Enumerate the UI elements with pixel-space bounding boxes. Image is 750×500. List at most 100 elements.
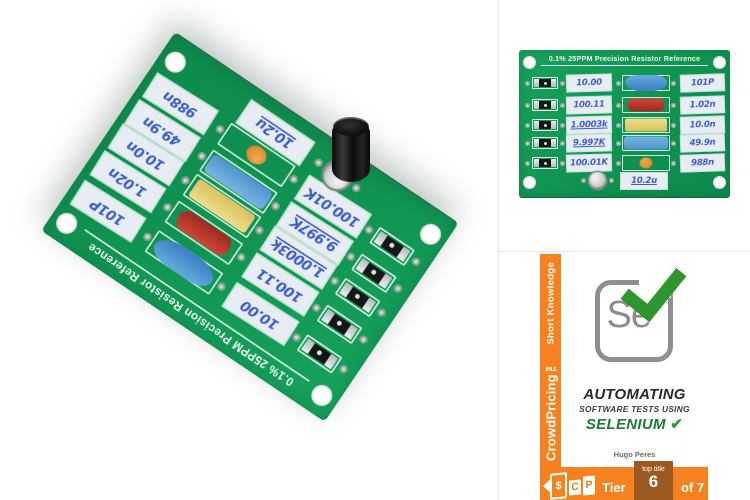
book-title-line2: SOFTWARE TESTS USING (579, 404, 690, 414)
solder-pad (215, 281, 227, 293)
solder-pad (525, 80, 530, 86)
pcb-bottom-row: 10.2u (581, 172, 667, 189)
crowdpricing-logo: $ C P (543, 471, 595, 500)
solder-pad (312, 157, 325, 169)
electrolytic-capacitor-3d (332, 117, 370, 182)
solder-pad (560, 160, 565, 166)
solder-pad (179, 175, 191, 187)
solder-pad (337, 364, 349, 376)
solder-pad (350, 182, 362, 194)
pcb-board: 0.1% 25PPM Precision Resistor Reference … (519, 50, 730, 197)
pcb-row: 10.00 101P (525, 74, 725, 92)
handwritten-value-label: 10.0n (680, 116, 725, 134)
solder-pad (616, 122, 621, 128)
mounting-hole (415, 219, 446, 249)
smd-resistor (525, 155, 565, 171)
book-title-selenium: SELENIUM (585, 416, 666, 433)
capacitor-body (639, 157, 653, 169)
checkmark-icon: ✔ (670, 416, 684, 433)
solder-pad (581, 178, 586, 183)
solder-pad (560, 102, 565, 108)
mounting-hole (307, 380, 337, 411)
handwritten-value-label: 100.01K (566, 154, 612, 172)
handwritten-value-label: 101P (680, 74, 725, 92)
smd-resistor (525, 117, 565, 133)
orange-disc-capacitor (616, 155, 676, 171)
selenium-logo-square (594, 280, 673, 362)
book-title-line1: AUTOMATING (583, 386, 686, 403)
solder-pad (525, 122, 530, 128)
solder-pad (141, 231, 153, 244)
smd-resistor (525, 75, 565, 91)
mounting-hole (160, 47, 190, 77)
solder-pad (560, 80, 565, 86)
book-sidebar: Short Knowledge CrowdPricing™ (540, 254, 561, 500)
resistor-body (532, 99, 558, 111)
solder-pad (235, 252, 247, 264)
series-label: Short Knowledge (545, 262, 556, 345)
resistor-body (532, 157, 558, 169)
solder-pad (409, 256, 422, 268)
solder-pad (560, 140, 565, 146)
handwritten-value-label: 9.997K (566, 134, 612, 152)
solder-pad (362, 224, 375, 237)
solder-pad (671, 80, 676, 86)
solder-pad (560, 122, 565, 128)
resistor-body (532, 77, 558, 89)
handwritten-value-label: 1.0003k (566, 116, 612, 134)
blue-disc-capacitor (616, 75, 676, 91)
thumbnail-book-cover[interactable]: Short Knowledge CrowdPricing™ Se AUTOMAT… (500, 252, 750, 500)
logo-letter-c: C (569, 479, 581, 496)
book-title-line3: SELENIUM ✔ (561, 415, 708, 433)
solder-pad (375, 307, 387, 319)
panel-divider-horizontal (499, 251, 750, 252)
solder-pad (310, 302, 322, 315)
pcb-row: 100.01K 988n (525, 154, 725, 172)
capacitor-body (624, 136, 668, 150)
capacitor-body (242, 141, 271, 169)
blue-box-capacitor (616, 135, 676, 151)
pcb-title-silkscreen: 0.1% 25PPM Precision Resistor Reference (541, 54, 708, 66)
logo-dollar: $ (550, 472, 567, 500)
book-cover: Short Knowledge CrowdPricing™ Se AUTOMAT… (540, 252, 708, 500)
tier-value: 6 (648, 472, 659, 491)
tier-label: Tier (602, 480, 626, 495)
solder-pad (609, 178, 614, 183)
solder-pad (195, 151, 207, 163)
pcb-board-angled: 0.1% 25PPM Precision Resistor Reference … (41, 33, 458, 422)
solder-pad (290, 332, 302, 344)
logo-letter-p: P (583, 475, 595, 496)
red-disc-capacitor (616, 97, 676, 113)
solder-pad (525, 160, 530, 166)
handwritten-value-label: 988n (680, 154, 725, 172)
book-footer-bar: $ C P Tier top title 6 of 7 (540, 461, 708, 500)
selenium-logo: Se (583, 252, 687, 366)
capacitor-body (625, 118, 667, 132)
solder-pad (671, 140, 676, 146)
pcb-row: 1.0003k 10.0n (525, 116, 725, 134)
solder-pad (391, 283, 404, 295)
main-product-photo[interactable]: 0.1% 25PPM Precision Resistor Reference … (0, 0, 497, 500)
solder-pad (213, 124, 226, 136)
selenium-logo-text: Se (606, 294, 652, 336)
capacitor-body (625, 75, 667, 91)
solder-pad (671, 102, 676, 108)
tier-of-label: of 7 (681, 480, 705, 495)
solder-pad (671, 122, 676, 128)
logo-point (543, 478, 552, 494)
solder-pad (287, 174, 299, 186)
electrolytic-capacitor-top (589, 172, 606, 189)
resistor-body (532, 137, 558, 149)
resistor-body (296, 334, 343, 374)
solder-pad (253, 225, 265, 237)
yellow-box-capacitor (616, 117, 676, 133)
smd-resistor (525, 135, 565, 151)
solder-pad (525, 102, 530, 108)
pcb-row: 100.11 1.02n (525, 96, 725, 114)
mounting-hole (713, 176, 726, 189)
mounting-hole (523, 56, 536, 69)
handwritten-value-label: 10.00 (566, 74, 612, 92)
book-title-block: AUTOMATING SOFTWARE TESTS USING SELENIUM… (561, 386, 708, 433)
thumbnail-pcb-front[interactable]: 0.1% 25PPM Precision Resistor Reference … (500, 0, 750, 250)
